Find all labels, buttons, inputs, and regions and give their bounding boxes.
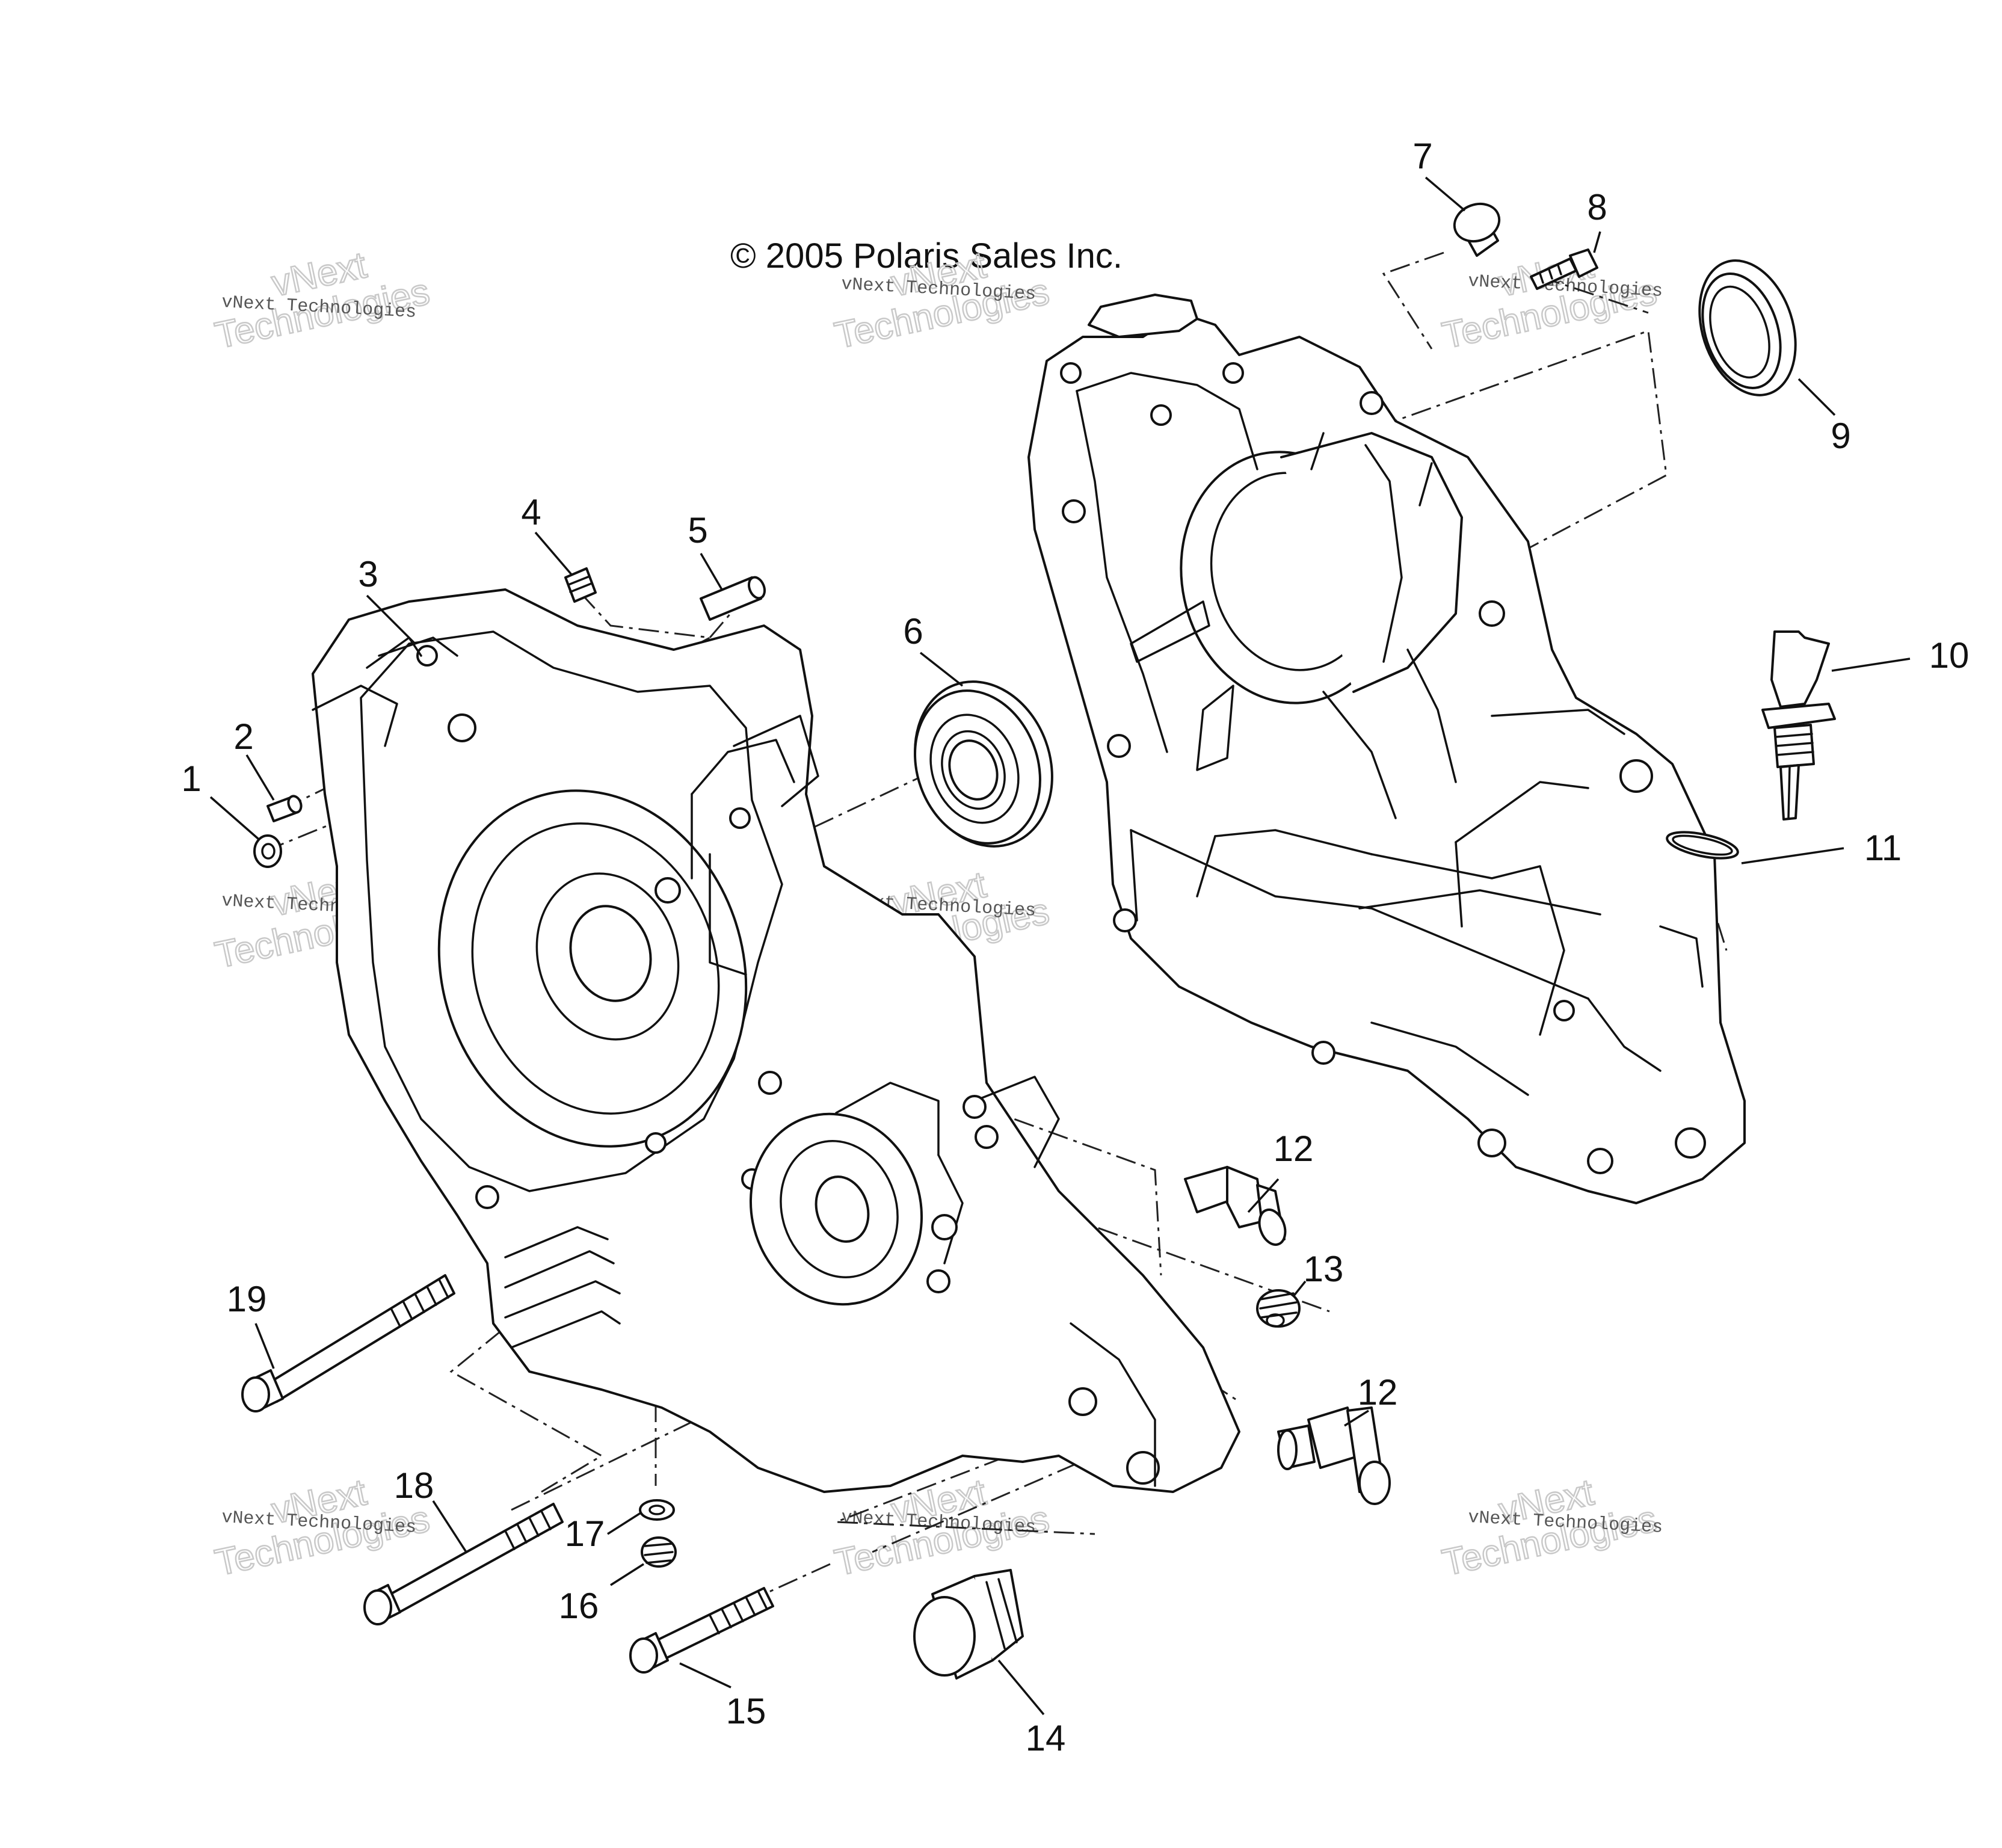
part-6-bearing	[914, 680, 1053, 848]
part-18-bolt	[363, 1503, 564, 1625]
callout-2: 2	[233, 716, 253, 757]
part-5-dowel	[700, 576, 766, 621]
callout-18: 18	[394, 1465, 434, 1506]
callout-7: 7	[1412, 136, 1432, 176]
callout-14: 14	[1026, 1718, 1066, 1758]
callout-6: 6	[903, 611, 923, 651]
part-10-dipstick	[1761, 630, 1836, 821]
watermark: vNext Technologies	[830, 244, 1053, 357]
part-15-bolt	[629, 1587, 774, 1674]
part-17-washer	[639, 1499, 675, 1521]
callout-1: 1	[181, 759, 201, 799]
callout-12b: 12	[1358, 1372, 1398, 1412]
callout-5: 5	[688, 510, 707, 550]
part-19-bolt	[241, 1274, 455, 1412]
part-11-o-ring	[1666, 831, 1739, 860]
part-12-fitting-lower	[1277, 1406, 1391, 1505]
part-12-fitting-upper	[1184, 1166, 1287, 1246]
crankcase-right-half	[1027, 294, 1746, 1204]
part-7-cap	[1453, 202, 1501, 257]
part-16-plug	[641, 1536, 677, 1568]
crankcase-left-half	[312, 588, 1240, 1493]
part-14-fitting	[913, 1569, 1024, 1680]
callout-4: 4	[521, 492, 541, 532]
part-8-bolt	[1530, 248, 1598, 290]
callout-19: 19	[227, 1279, 267, 1319]
part-4-spring	[564, 567, 597, 603]
callout-8: 8	[1587, 187, 1607, 227]
copyright-text: © 2005 Polaris Sales Inc.	[730, 236, 1123, 276]
part-9-seal	[1698, 259, 1797, 396]
callout-15: 15	[726, 1691, 766, 1731]
part-2-dowel-pin	[266, 795, 303, 822]
callout-10: 10	[1929, 635, 1970, 676]
callout-17: 17	[565, 1514, 605, 1554]
part-13-plug	[1256, 1289, 1301, 1328]
callout-13: 13	[1304, 1249, 1344, 1289]
callout-16: 16	[559, 1586, 599, 1626]
part-1-bushing	[253, 834, 282, 868]
callout-11: 11	[1864, 828, 1902, 868]
callout-labels: 1 2 3 4 5 6 7 8 9 10 11 12 12 13 14 15 1…	[181, 136, 1969, 1758]
callout-3: 3	[358, 554, 378, 594]
callout-9: 9	[1831, 416, 1850, 456]
callout-12a: 12	[1274, 1129, 1314, 1169]
leader-lines	[209, 176, 1911, 1716]
